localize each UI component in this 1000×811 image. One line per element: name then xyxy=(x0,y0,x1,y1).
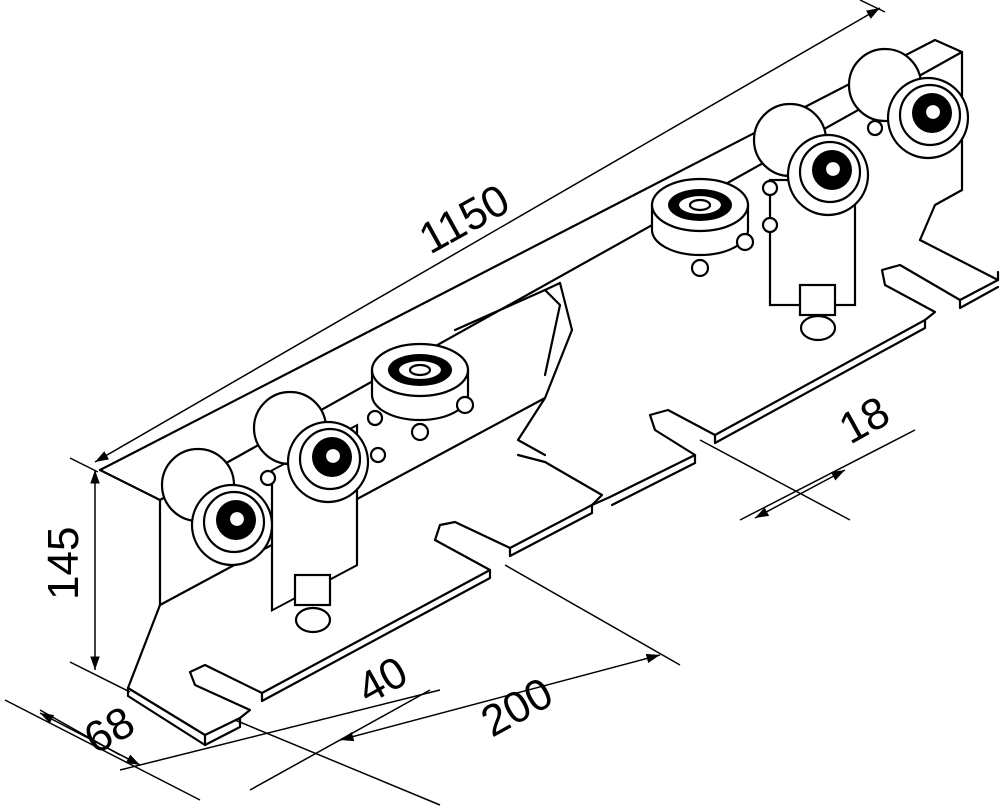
left-roller-carriage xyxy=(160,390,387,634)
guide-roller xyxy=(370,342,475,442)
bolt-icon xyxy=(798,283,837,317)
dimension-length: 1150 xyxy=(411,175,518,264)
right-roller-carriage xyxy=(752,47,970,342)
wheel-icon xyxy=(190,483,274,567)
dimension-height: 145 xyxy=(39,527,88,600)
wheel-icon xyxy=(886,76,970,160)
dimension-flange-width: 68 xyxy=(76,697,143,764)
guide-roller xyxy=(650,177,755,278)
dimension-slot-pitch: 200 xyxy=(473,668,561,746)
wheel-icon xyxy=(286,420,370,504)
dimension-lines xyxy=(4,0,916,806)
bolt-icon xyxy=(293,573,332,607)
bottom-flange xyxy=(126,238,1000,747)
wheel-icon xyxy=(786,133,870,217)
